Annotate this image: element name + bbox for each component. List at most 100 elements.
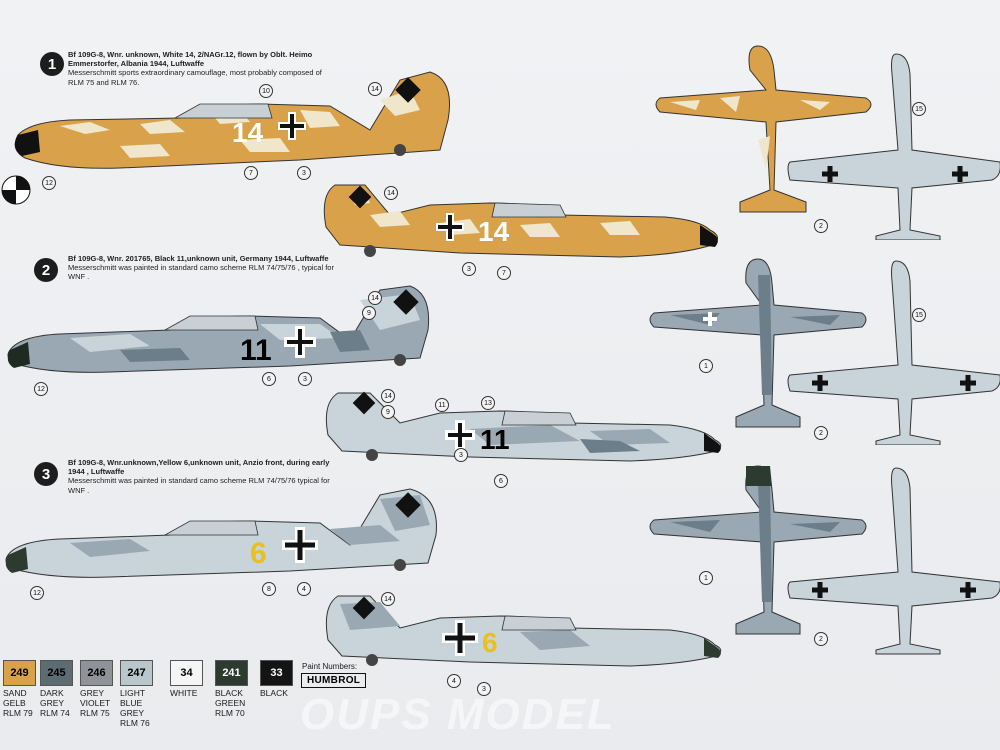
paint-swatch: 241	[215, 660, 248, 686]
swastika-placeholder-icon	[395, 77, 421, 103]
profile-3-right-side: 6	[325, 595, 722, 667]
profile-2-badge: 2	[34, 258, 58, 282]
profile-2-left-side: 11	[7, 285, 430, 373]
callout-marker: 3	[477, 682, 491, 696]
callout-marker: 1	[699, 571, 713, 585]
top-view	[655, 45, 872, 213]
profile-3-badge: 3	[34, 462, 58, 486]
callout-marker: 3	[454, 448, 468, 462]
profile-3-left-side: 6	[5, 488, 437, 578]
callout-marker: 8	[262, 582, 276, 596]
swastika-placeholder-icon	[393, 289, 419, 315]
paint-chip-249: 249 SAND GELB RLM 79	[3, 660, 36, 718]
balkenkreuz-icon	[282, 527, 318, 563]
profile-3-caption: Bf 109G-8, Wnr.unknown,Yellow 6,unknown …	[68, 458, 338, 495]
profile-3-plan-views	[649, 465, 1000, 655]
profile-2-right-side: 11	[325, 391, 722, 462]
callout-marker: 2	[814, 219, 828, 233]
paint-number: 34	[180, 667, 193, 679]
profile-2-body: Messerschmitt was painted in standard ca…	[68, 263, 334, 282]
profile-3-code-right: 6	[482, 627, 498, 658]
top-view	[649, 258, 867, 428]
callout-marker: 3	[298, 372, 312, 386]
bottom-view	[787, 467, 1000, 655]
callout-marker: 15	[912, 102, 926, 116]
callout-marker: 4	[297, 582, 311, 596]
paint-chip-245: 245 DARK GREY RLM 74	[40, 660, 73, 718]
paint-chip-246: 246 GREY VIOLET RLM 75	[80, 660, 113, 718]
callout-marker: 12	[34, 382, 48, 396]
profile-3-number: 3	[41, 465, 51, 483]
callout-marker: 9	[362, 306, 376, 320]
paint-number: 247	[127, 667, 146, 679]
paint-swatch: 33	[260, 660, 293, 686]
profile-3-code: 6	[250, 537, 267, 570]
paint-name: LIGHT BLUE GREY RLM 76	[120, 688, 150, 728]
profile-2-code: 11	[240, 334, 272, 367]
callout-marker: 3	[297, 166, 311, 180]
callout-marker: 6	[494, 474, 508, 488]
profile-1-right-side: 14	[323, 184, 718, 258]
balkenkreuz-icon	[442, 620, 478, 656]
profile-3-body: Messerschmitt was painted in standard ca…	[68, 476, 330, 495]
profile-1-code-right: 14	[478, 216, 510, 247]
profile-1-left-side: 14	[1, 71, 450, 205]
callout-marker: 6	[262, 372, 276, 386]
callout-marker: 12	[42, 176, 56, 190]
callout-marker: 3	[462, 262, 476, 276]
paint-name: BLACK	[260, 688, 288, 698]
callout-marker: 4	[447, 674, 461, 688]
paint-swatch: 34	[170, 660, 203, 686]
paint-swatch: 249	[3, 660, 36, 686]
paint-name: BLACK GREEN RLM 70	[215, 688, 246, 718]
callout-marker: 14	[368, 82, 382, 96]
watermark: OUPS MODEL	[300, 690, 616, 739]
swastika-placeholder-icon	[395, 492, 421, 518]
paint-name: DARK GREY RLM 74	[40, 688, 70, 718]
bottom-view	[787, 53, 1000, 240]
profile-1-number: 1	[47, 55, 57, 73]
callout-marker: 2	[814, 632, 828, 646]
top-view	[649, 465, 867, 635]
profile-1-body: Messerschmitt sports extraordinary camou…	[68, 68, 322, 87]
paint-swatch: 247	[120, 660, 153, 686]
paint-number: 241	[222, 667, 241, 679]
paint-chip-34: 34 WHITE	[170, 660, 203, 698]
callout-marker: 14	[381, 389, 395, 403]
profile-2-caption: Bf 109G-8, Wnr. 201765, Black 11,unknown…	[68, 254, 338, 282]
balkenkreuz-icon	[445, 420, 475, 450]
paint-name: SAND GELB RLM 79	[3, 688, 33, 718]
callout-marker: 14	[368, 291, 382, 305]
profile-2-number: 2	[41, 261, 51, 279]
paint-number: 245	[47, 667, 66, 679]
callout-marker: 13	[481, 396, 495, 410]
callout-marker: 15	[912, 308, 926, 322]
paint-swatch: 246	[80, 660, 113, 686]
paint-number: 249	[10, 667, 29, 679]
paint-number: 246	[87, 667, 106, 679]
paint-numbers-heading: Paint Numbers:	[302, 662, 358, 671]
callout-marker: 7	[244, 166, 258, 180]
callout-marker: 14	[381, 592, 395, 606]
profile-1-title: Bf 109G-8, Wnr. unknown, White 14, 2/NAG…	[68, 50, 313, 69]
paint-chip-33: 33 BLACK	[260, 660, 293, 698]
profile-2-title: Bf 109G-8, Wnr. 201765, Black 11,unknown…	[68, 254, 329, 263]
paint-name: WHITE	[170, 688, 198, 698]
paint-number: 33	[270, 667, 283, 679]
balkenkreuz-icon	[436, 213, 464, 241]
callout-marker: 7	[497, 266, 511, 280]
bottom-view	[787, 260, 1000, 445]
profile-1-plan-views	[655, 45, 1000, 240]
paint-chip-247: 247 LIGHT BLUE GREY RLM 76	[120, 660, 153, 728]
profile-1-caption: Bf 109G-8, Wnr. unknown, White 14, 2/NAG…	[68, 50, 338, 87]
paint-swatch: 245	[40, 660, 73, 686]
callout-marker: 12	[30, 586, 44, 600]
callout-marker: 2	[814, 426, 828, 440]
callout-marker: 11	[435, 398, 449, 412]
profile-2-code-right: 11	[480, 424, 510, 455]
callout-marker: 10	[259, 84, 273, 98]
profile-3-title: Bf 109G-8, Wnr.unknown,Yellow 6,unknown …	[68, 458, 330, 477]
paint-chip-241: 241 BLACK GREEN RLM 70	[215, 660, 248, 718]
profile-2-plan-views	[649, 258, 1000, 445]
